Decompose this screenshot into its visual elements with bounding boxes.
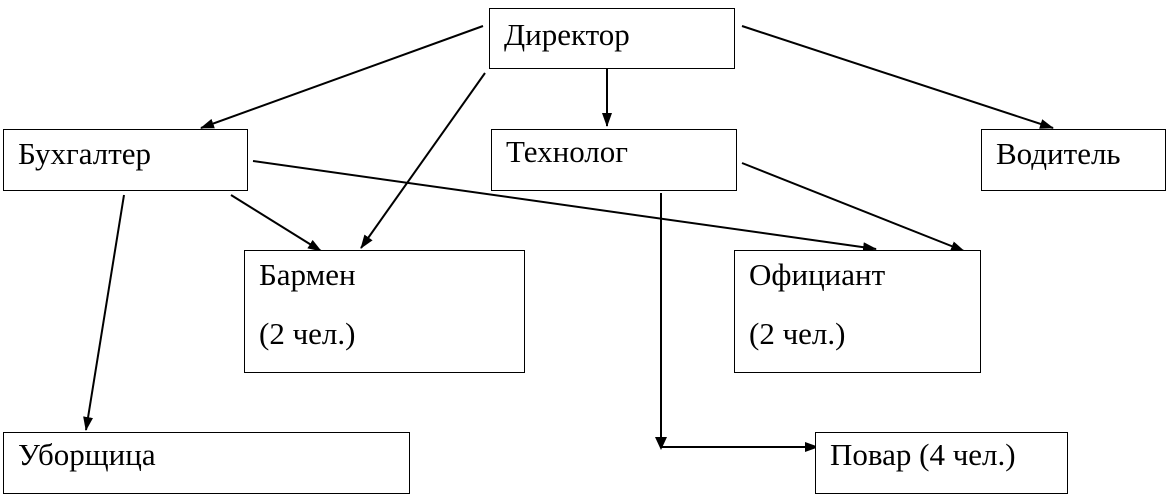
node-accountant-label: Бухгалтер [18,136,152,171]
node-driver: Водитель [981,129,1166,191]
node-waiter-count: (2 чел.) [749,316,846,351]
edge-technologist-waiter [741,162,965,252]
edge-director-accountant [200,25,484,129]
node-waiter: Официант (2 чел.) [734,250,981,373]
node-accountant: Бухгалтер [3,129,248,191]
edge-director-barman [360,72,486,249]
node-cook-label: Повар (4 чел.) [830,437,1016,472]
node-barman-label: Бармен [259,257,356,292]
node-cleaner: Уборщица [3,432,410,494]
node-driver-label: Водитель [996,136,1121,171]
edge-director-driver [741,25,1054,129]
edge-accountant-barman [230,194,322,252]
edge-technologist-cook-tip-arrow [655,437,667,450]
node-cleaner-label: Уборщица [18,437,156,472]
node-technologist: Технолог [491,129,737,191]
node-director: Директор [489,8,735,69]
edge-accountant-cleaner [83,194,125,431]
node-director-label: Директор [504,17,630,52]
node-barman-count: (2 чел.) [259,316,356,351]
node-waiter-label: Официант [749,257,886,292]
edge-accountant-waiter [252,160,877,253]
node-barman: Бармен (2 чел.) [244,250,525,373]
node-technologist-label: Технолог [506,134,628,169]
node-cook: Повар (4 чел.) [815,432,1068,494]
